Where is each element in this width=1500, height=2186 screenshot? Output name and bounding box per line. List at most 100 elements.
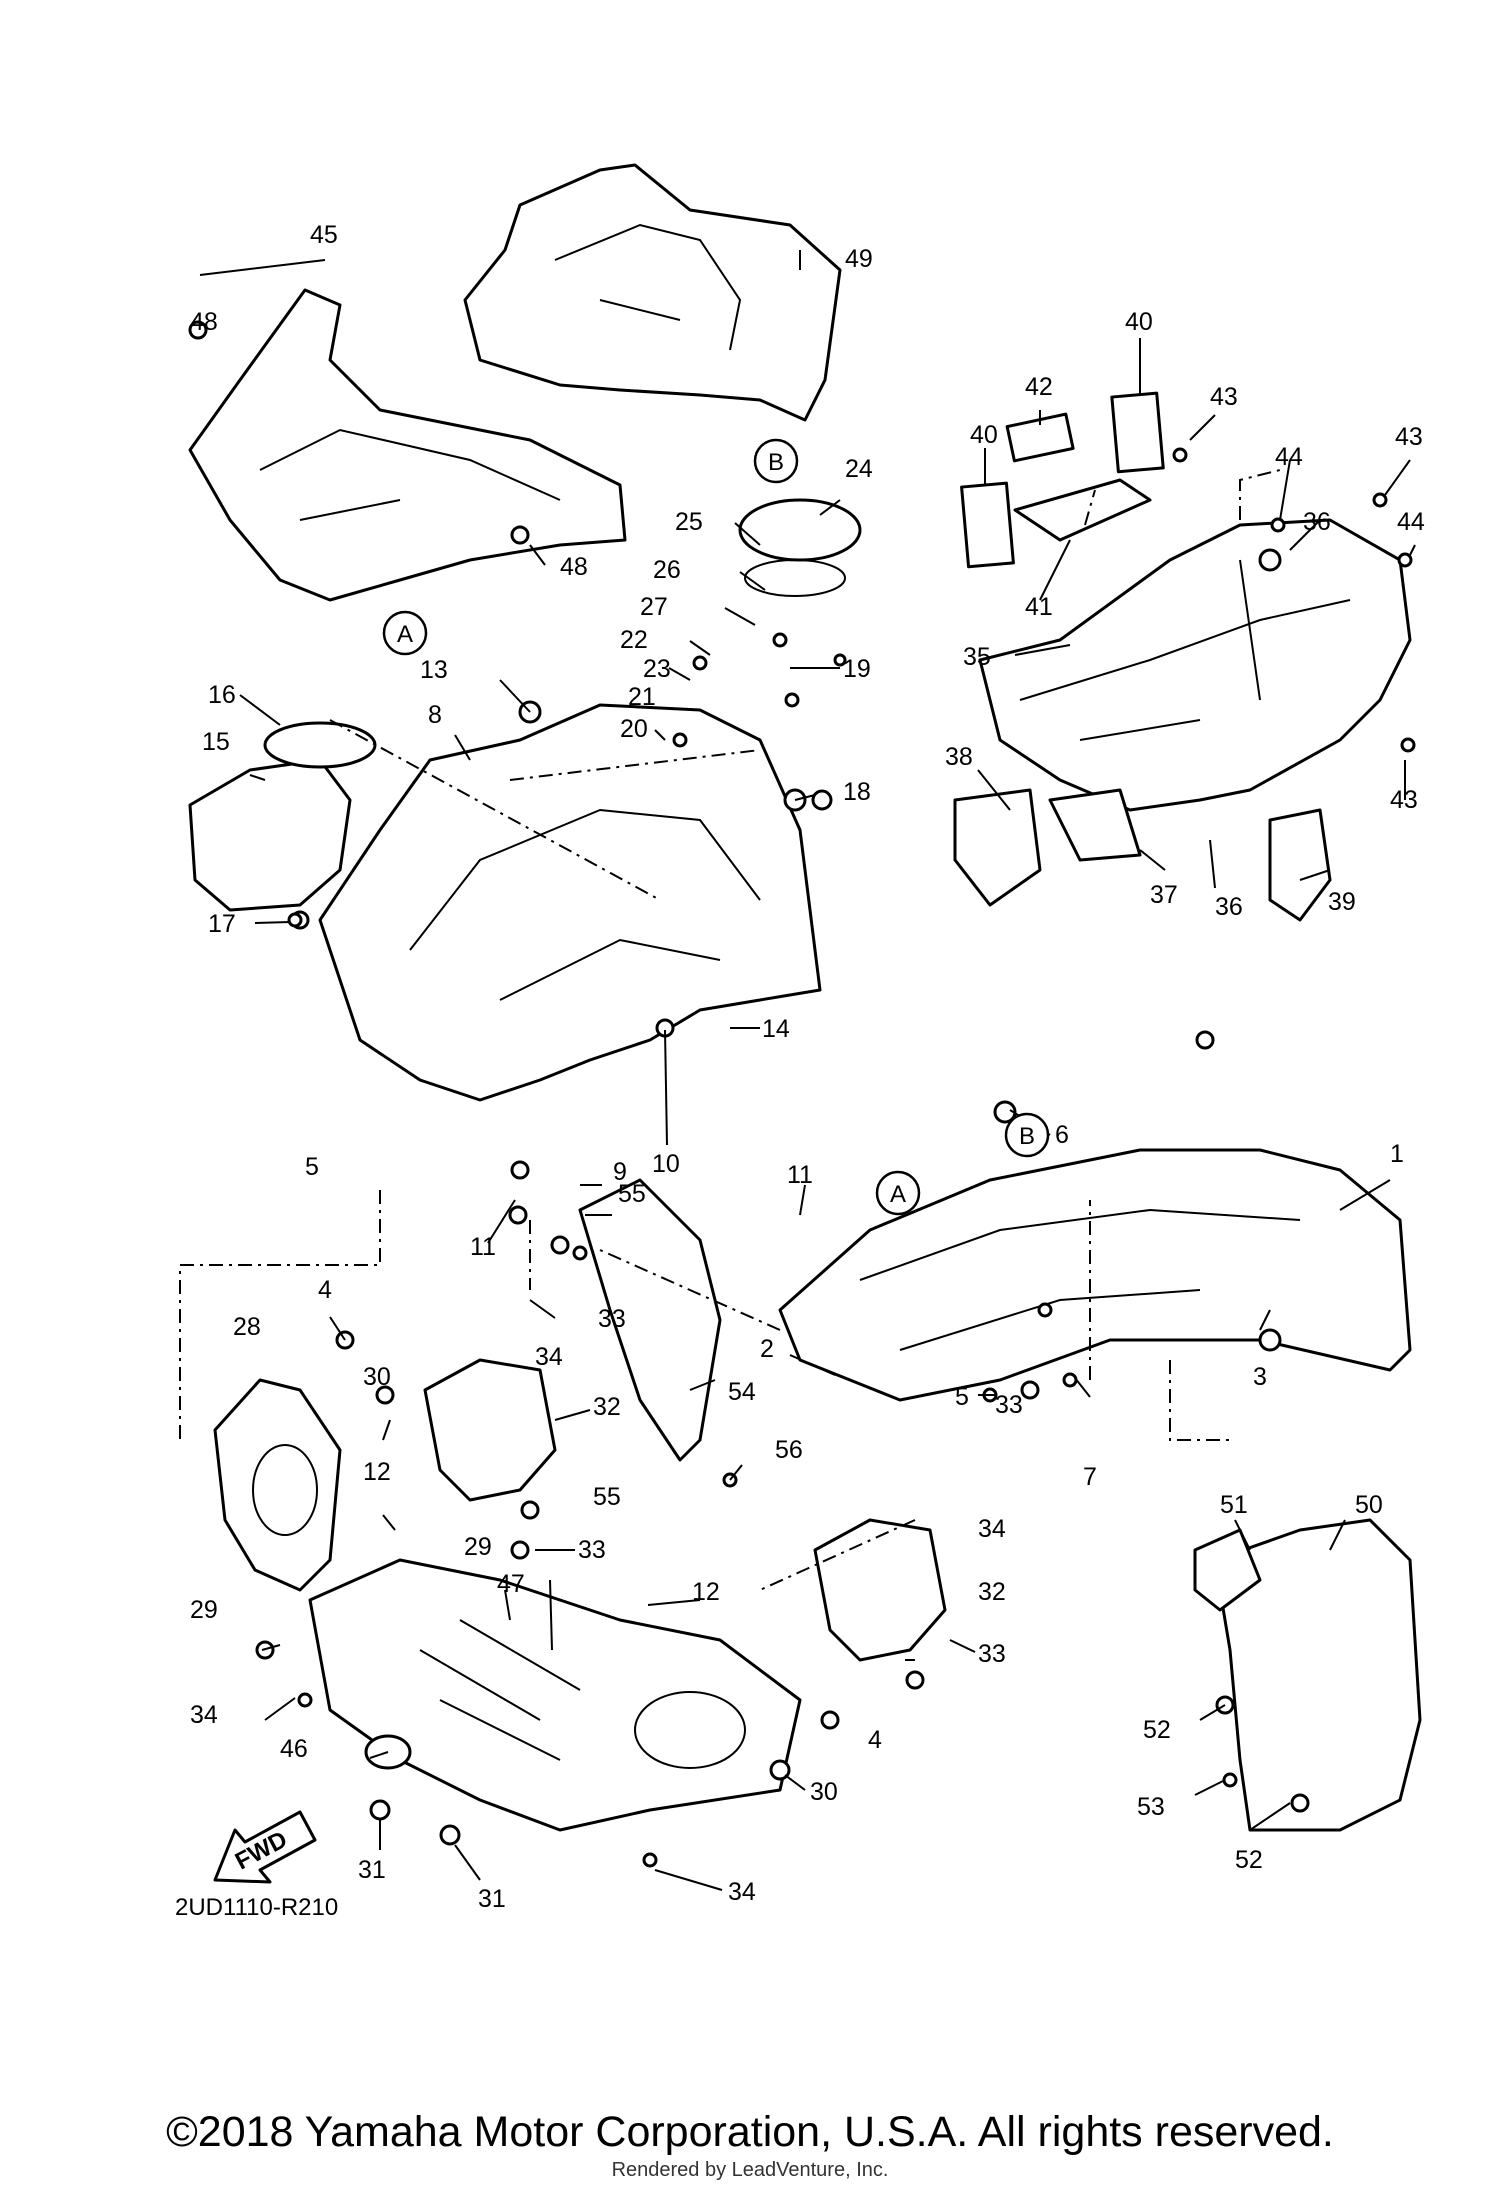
fasteners xyxy=(188,320,1416,1868)
callout-29b: 29 xyxy=(464,1533,492,1561)
ref-mark-a-right: A xyxy=(890,1181,906,1208)
callout-6: 6 xyxy=(1055,1121,1069,1149)
callout-19: 19 xyxy=(843,655,871,683)
callout-43b: 43 xyxy=(1395,423,1423,451)
part-tray xyxy=(1013,478,1152,542)
part-decal-left xyxy=(960,481,1015,569)
callout-34c: 34 xyxy=(190,1701,218,1729)
callout-43: 43 xyxy=(1210,383,1238,411)
callout-56: 56 xyxy=(775,1436,803,1464)
callout-40: 40 xyxy=(970,421,998,449)
reference-marks: A B B A xyxy=(382,438,1050,1216)
ref-mark-b-right: B xyxy=(1019,1123,1035,1150)
callout-48b: 48 xyxy=(560,553,588,581)
callout-16: 16 xyxy=(208,681,236,709)
callout-34b: 34 xyxy=(978,1515,1006,1543)
part-bracket-upper xyxy=(423,1358,557,1502)
callout-12: 12 xyxy=(363,1458,391,1486)
part-tank-container xyxy=(188,758,352,912)
callout-33c: 33 xyxy=(995,1391,1023,1419)
callout-12b: 12 xyxy=(692,1578,720,1606)
callout-10: 10 xyxy=(652,1150,680,1178)
callout-11b: 11 xyxy=(787,1161,813,1189)
callout-35: 35 xyxy=(963,643,991,671)
callout-46: 46 xyxy=(280,1735,308,1763)
callout-54: 54 xyxy=(728,1378,756,1406)
callout-24: 24 xyxy=(845,455,873,483)
callout-38: 38 xyxy=(945,743,973,771)
rendered-by-text: Rendered by LeadVenture, Inc. xyxy=(611,2159,889,2181)
assembly-lines xyxy=(179,469,1281,1591)
part-panel-37 xyxy=(1048,788,1142,862)
callout-5: 5 xyxy=(305,1153,319,1181)
callout-34d: 34 xyxy=(728,1878,756,1906)
callout-41: 41 xyxy=(1025,593,1053,621)
callout-47: 47 xyxy=(497,1570,525,1598)
callout-45: 45 xyxy=(310,221,338,249)
callout-33b: 33 xyxy=(578,1536,606,1564)
callout-17: 17 xyxy=(208,910,236,938)
callout-50: 50 xyxy=(1355,1491,1383,1519)
callout-22: 22 xyxy=(620,626,648,654)
callout-4b: 4 xyxy=(868,1726,882,1754)
callout-1: 1 xyxy=(1390,1140,1404,1168)
part-storage-frame xyxy=(978,518,1412,812)
callout-11: 11 xyxy=(470,1233,496,1261)
part-front-grille xyxy=(308,1558,802,1832)
part-center-cover xyxy=(578,1178,722,1462)
callout-33: 33 xyxy=(598,1305,626,1333)
callout-55: 55 xyxy=(618,1180,646,1208)
ref-mark-a-left: A xyxy=(397,621,413,648)
callout-labels: 1 2 3 4 4 5 5 6 7 8 9 10 11 11 12 12 13 … xyxy=(190,221,1425,1913)
callout-51: 51 xyxy=(1220,1491,1248,1519)
callout-14: 14 xyxy=(762,1015,790,1043)
part-bracket-lower xyxy=(813,1518,947,1662)
callout-36: 36 xyxy=(1303,508,1331,536)
callout-42: 42 xyxy=(1025,373,1053,401)
callout-31: 31 xyxy=(358,1856,386,1884)
callout-18: 18 xyxy=(843,778,871,806)
callout-9: 9 xyxy=(613,1158,627,1186)
callout-27: 27 xyxy=(640,593,668,621)
callout-31b: 31 xyxy=(478,1885,506,1913)
part-ring xyxy=(263,721,377,769)
callout-4: 4 xyxy=(318,1276,332,1304)
part-left-duct xyxy=(213,1378,342,1592)
part-front-fender-body xyxy=(318,703,822,1102)
diagram-code: 2UD1110-R210 xyxy=(175,1894,338,1921)
callout-5b: 5 xyxy=(955,1383,969,1411)
part-panel-39 xyxy=(1268,808,1332,922)
callout-32b: 32 xyxy=(978,1578,1006,1606)
callout-55b: 55 xyxy=(593,1483,621,1511)
callout-33d: 33 xyxy=(978,1640,1006,1668)
copyright-text: ©2018 Yamaha Motor Corporation, U.S.A. A… xyxy=(166,2108,1334,2156)
callout-23: 23 xyxy=(643,655,671,683)
part-cap xyxy=(738,498,862,562)
callout-30: 30 xyxy=(363,1363,391,1391)
callout-26: 26 xyxy=(653,556,681,584)
callout-37: 37 xyxy=(1150,881,1178,909)
callout-29: 29 xyxy=(190,1596,218,1624)
callout-43c: 43 xyxy=(1390,786,1418,814)
callout-48: 48 xyxy=(190,308,218,336)
part-decal-right xyxy=(1110,391,1165,474)
callout-34: 34 xyxy=(535,1343,563,1371)
callout-53: 53 xyxy=(1137,1793,1165,1821)
callout-49: 49 xyxy=(845,245,873,273)
part-decal-center xyxy=(1005,412,1075,463)
callout-2: 2 xyxy=(760,1335,774,1363)
callout-3: 3 xyxy=(1253,1363,1267,1391)
callout-39: 39 xyxy=(1328,888,1356,916)
callout-28: 28 xyxy=(233,1313,261,1341)
part-panel-38 xyxy=(953,788,1042,907)
callout-30b: 30 xyxy=(810,1778,838,1806)
callout-52b: 52 xyxy=(1235,1846,1263,1874)
fwd-arrow: FWD xyxy=(213,1810,317,1884)
callout-44: 44 xyxy=(1275,443,1303,471)
callout-15: 15 xyxy=(202,728,230,756)
callout-13: 13 xyxy=(420,656,448,684)
part-rear-guard-flap xyxy=(1193,1528,1262,1612)
callout-7: 7 xyxy=(1083,1463,1097,1491)
callout-32: 32 xyxy=(593,1393,621,1421)
